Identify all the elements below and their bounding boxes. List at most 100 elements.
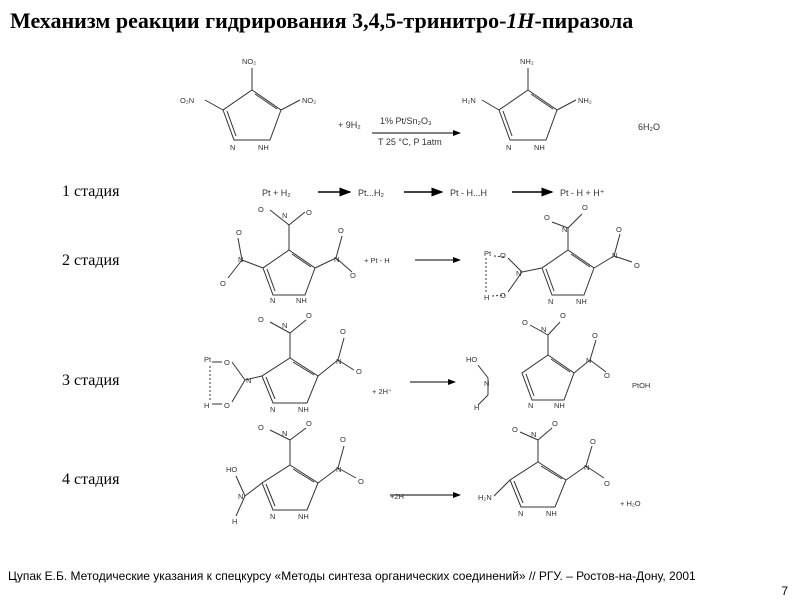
svg-text:O: O xyxy=(220,279,226,288)
svg-text:NH₂: NH₂ xyxy=(520,57,534,66)
svg-text:O: O xyxy=(544,213,550,222)
svg-text:N: N xyxy=(531,430,536,439)
svg-text:O: O xyxy=(236,228,242,237)
stage1-species-2: Pt...H₂ xyxy=(358,188,385,198)
stage4-product: + H₂O xyxy=(620,499,641,508)
svg-text:H: H xyxy=(232,517,237,526)
svg-text:O: O xyxy=(590,437,596,446)
stage3-product-molecules xyxy=(477,321,607,406)
stage2-reagent: + Pt - H xyxy=(364,256,390,265)
page-title: Механизм реакции гидрирования 3,4,5-трин… xyxy=(10,8,634,33)
svg-text:N: N xyxy=(586,356,591,365)
svg-text:N: N xyxy=(238,492,243,501)
svg-text:N: N xyxy=(584,463,589,472)
citation-footer: Цупак Е.Б. Методические указания к спецк… xyxy=(8,569,696,583)
stage1-species-4: Pt - H + H⁺ xyxy=(560,188,605,198)
svg-text:O: O xyxy=(552,419,558,428)
svg-text:NH: NH xyxy=(576,297,587,306)
svg-text:O₂N: O₂N xyxy=(180,96,194,105)
svg-text:O: O xyxy=(634,261,640,270)
svg-text:O: O xyxy=(338,226,344,235)
svg-text:N: N xyxy=(270,405,275,414)
svg-text:N: N xyxy=(612,251,617,260)
svg-text:O: O xyxy=(340,327,346,336)
stage-label-4: 4 стадия xyxy=(62,471,120,488)
svg-text:N: N xyxy=(270,296,275,305)
svg-text:O: O xyxy=(500,251,506,260)
stage2-intermediate-molecule xyxy=(485,213,633,297)
svg-text:O: O xyxy=(224,401,230,410)
svg-text:Pt: Pt xyxy=(484,249,492,258)
svg-text:N: N xyxy=(270,512,275,521)
svg-text:O: O xyxy=(604,479,610,488)
svg-text:NH: NH xyxy=(258,143,269,152)
overall-catalyst: 1% Pt/Sn₂O₃ xyxy=(380,116,432,126)
svg-text:O: O xyxy=(306,311,312,320)
svg-text:N: N xyxy=(528,401,533,410)
svg-text:O: O xyxy=(512,425,518,434)
svg-text:O: O xyxy=(604,371,610,380)
triaminopyrazole-molecule xyxy=(481,68,577,141)
svg-text:HO: HO xyxy=(226,465,237,474)
svg-text:Pt: Pt xyxy=(204,355,212,364)
svg-text:O: O xyxy=(224,358,230,367)
svg-text:N: N xyxy=(484,379,489,388)
stage3-reagent: + 2H⁺ xyxy=(372,387,392,396)
svg-text:H: H xyxy=(474,403,479,412)
svg-text:N: N xyxy=(541,325,546,334)
svg-text:N: N xyxy=(246,376,251,385)
stage1-species-1: Pt + H₂ xyxy=(262,188,291,198)
svg-text:NO₂: NO₂ xyxy=(302,96,316,105)
stage4-reagent: +2H xyxy=(390,492,404,501)
svg-text:O: O xyxy=(350,271,356,280)
svg-text:O: O xyxy=(340,435,346,444)
svg-text:NH: NH xyxy=(298,405,309,414)
svg-text:O: O xyxy=(358,477,364,486)
svg-text:NH: NH xyxy=(296,296,307,305)
svg-text:N: N xyxy=(336,465,341,474)
stage4-product-molecule xyxy=(493,427,605,508)
svg-text:N: N xyxy=(516,269,521,278)
svg-text:NO₂: NO₂ xyxy=(242,57,256,66)
svg-text:N: N xyxy=(282,211,287,220)
svg-text:N: N xyxy=(334,255,339,264)
svg-text:O: O xyxy=(258,315,264,324)
svg-text:O: O xyxy=(616,225,622,234)
svg-text:O: O xyxy=(582,203,588,212)
overall-water: 6H₂O xyxy=(638,122,660,132)
svg-text:O: O xyxy=(258,423,264,432)
svg-text:NH: NH xyxy=(298,512,309,521)
svg-text:N: N xyxy=(282,429,287,438)
svg-text:O: O xyxy=(356,367,362,376)
svg-text:O: O xyxy=(592,331,598,340)
svg-text:N: N xyxy=(336,357,341,366)
svg-text:HO: HO xyxy=(466,355,477,364)
overall-reagent: + 9H₂ xyxy=(338,120,361,130)
svg-text:O: O xyxy=(500,291,506,300)
stage-label-3: 3 стадия xyxy=(62,372,120,389)
svg-text:O: O xyxy=(258,205,264,214)
stage2-reactant-molecule xyxy=(227,209,353,296)
svg-text:NH₂: NH₂ xyxy=(578,96,592,105)
svg-text:N: N xyxy=(562,225,567,234)
svg-text:N: N xyxy=(548,297,553,306)
svg-text:N: N xyxy=(230,143,235,152)
svg-text:N: N xyxy=(238,255,243,264)
stage4-reactant-molecule xyxy=(235,427,357,517)
svg-text:H: H xyxy=(484,293,489,302)
trinitropyrazole-molecule xyxy=(204,68,301,141)
svg-text:N: N xyxy=(506,143,511,152)
stage-label-1: 1 стадия xyxy=(62,183,120,200)
svg-text:N: N xyxy=(518,509,523,518)
overall-conditions: T 25 °C, P 1atm xyxy=(378,137,442,147)
svg-text:N: N xyxy=(282,321,287,330)
svg-text:NH: NH xyxy=(554,401,565,410)
svg-text:NH: NH xyxy=(546,509,557,518)
svg-text:H: H xyxy=(204,401,209,410)
svg-text:O: O xyxy=(306,419,312,428)
svg-text:O: O xyxy=(306,208,312,217)
stage3-reactant-molecule xyxy=(209,319,355,405)
svg-text:O: O xyxy=(560,311,566,320)
stage-label-2: 2 стадия xyxy=(62,252,120,269)
